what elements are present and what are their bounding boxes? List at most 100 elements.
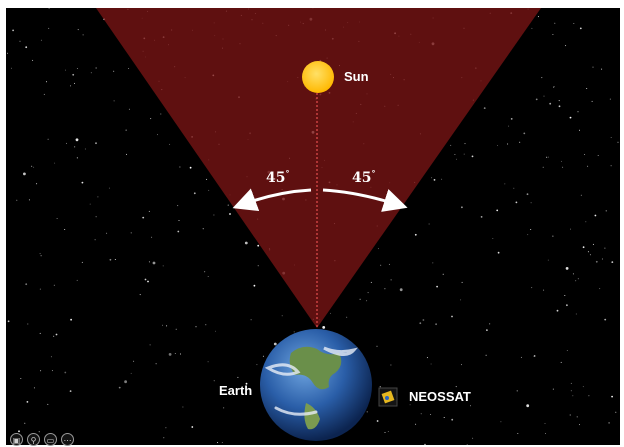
star xyxy=(572,273,574,275)
star xyxy=(582,386,584,388)
star xyxy=(377,248,379,250)
star xyxy=(69,390,72,392)
star xyxy=(569,116,572,119)
star xyxy=(213,380,215,382)
star xyxy=(582,246,585,249)
star xyxy=(577,111,579,113)
star xyxy=(149,344,151,346)
star xyxy=(114,259,116,260)
star xyxy=(16,199,18,201)
star xyxy=(451,315,453,318)
star xyxy=(162,265,164,267)
star xyxy=(133,360,135,362)
star xyxy=(54,162,56,164)
star xyxy=(454,154,456,155)
star xyxy=(558,105,561,108)
star xyxy=(204,271,206,273)
star xyxy=(480,216,483,218)
star xyxy=(586,88,588,89)
star xyxy=(552,34,554,35)
star xyxy=(534,355,536,356)
star xyxy=(376,420,379,422)
slides-button[interactable]: ▣ xyxy=(10,433,23,446)
left-angle-value: 45 xyxy=(266,170,286,186)
star xyxy=(25,46,28,49)
star xyxy=(460,299,462,301)
star xyxy=(32,59,34,61)
star xyxy=(231,392,233,394)
star xyxy=(48,8,50,9)
star xyxy=(106,232,108,234)
star xyxy=(455,386,457,388)
star xyxy=(520,356,522,358)
star xyxy=(535,98,538,101)
star xyxy=(575,280,577,282)
star xyxy=(108,187,110,189)
right-degree-symbol: ° xyxy=(371,168,376,178)
zoom-button[interactable]: ⚲ xyxy=(27,433,40,446)
right-angle-value: 45 xyxy=(352,170,372,186)
star xyxy=(74,82,75,84)
star xyxy=(178,220,180,221)
scene-canvas xyxy=(6,8,620,445)
star xyxy=(208,189,210,191)
star xyxy=(605,210,607,212)
star xyxy=(595,260,598,263)
star xyxy=(543,95,545,97)
star xyxy=(39,332,41,334)
star xyxy=(26,401,29,403)
star xyxy=(544,423,546,424)
star xyxy=(237,376,239,378)
more-options-button[interactable]: ⋯ xyxy=(61,433,74,446)
star xyxy=(599,288,601,290)
subtitles-button[interactable]: ▭ xyxy=(44,433,57,446)
star xyxy=(560,361,562,363)
star xyxy=(12,29,14,32)
star xyxy=(388,263,390,265)
star xyxy=(89,203,91,205)
star xyxy=(579,27,582,30)
star xyxy=(419,322,422,325)
star xyxy=(50,356,52,358)
star xyxy=(217,442,219,443)
star xyxy=(128,108,130,110)
star xyxy=(384,432,386,433)
star xyxy=(215,330,216,332)
star xyxy=(523,132,526,135)
star xyxy=(7,320,10,323)
star xyxy=(516,390,518,392)
star xyxy=(426,357,428,359)
star xyxy=(546,156,548,158)
earth-label: Earth xyxy=(219,383,253,398)
star xyxy=(25,283,28,286)
star xyxy=(589,254,591,256)
star xyxy=(256,364,258,366)
star xyxy=(456,158,457,160)
star xyxy=(250,319,252,321)
star xyxy=(570,390,572,392)
star xyxy=(461,206,463,209)
star xyxy=(166,325,168,327)
star xyxy=(23,172,26,176)
star xyxy=(330,312,331,314)
star xyxy=(604,318,607,321)
star xyxy=(227,204,229,206)
star xyxy=(570,228,571,230)
star xyxy=(552,235,554,237)
star xyxy=(40,39,42,41)
star xyxy=(95,216,97,218)
star xyxy=(84,148,86,150)
star xyxy=(40,255,42,257)
star xyxy=(565,45,567,47)
star xyxy=(508,125,510,127)
star xyxy=(33,166,35,168)
star xyxy=(611,261,614,263)
star xyxy=(433,179,436,181)
star xyxy=(281,315,283,317)
star xyxy=(207,276,209,277)
right-angle-label: 45° xyxy=(352,168,376,186)
star xyxy=(442,273,444,275)
star xyxy=(443,417,445,418)
star xyxy=(346,316,348,318)
star xyxy=(39,253,41,255)
